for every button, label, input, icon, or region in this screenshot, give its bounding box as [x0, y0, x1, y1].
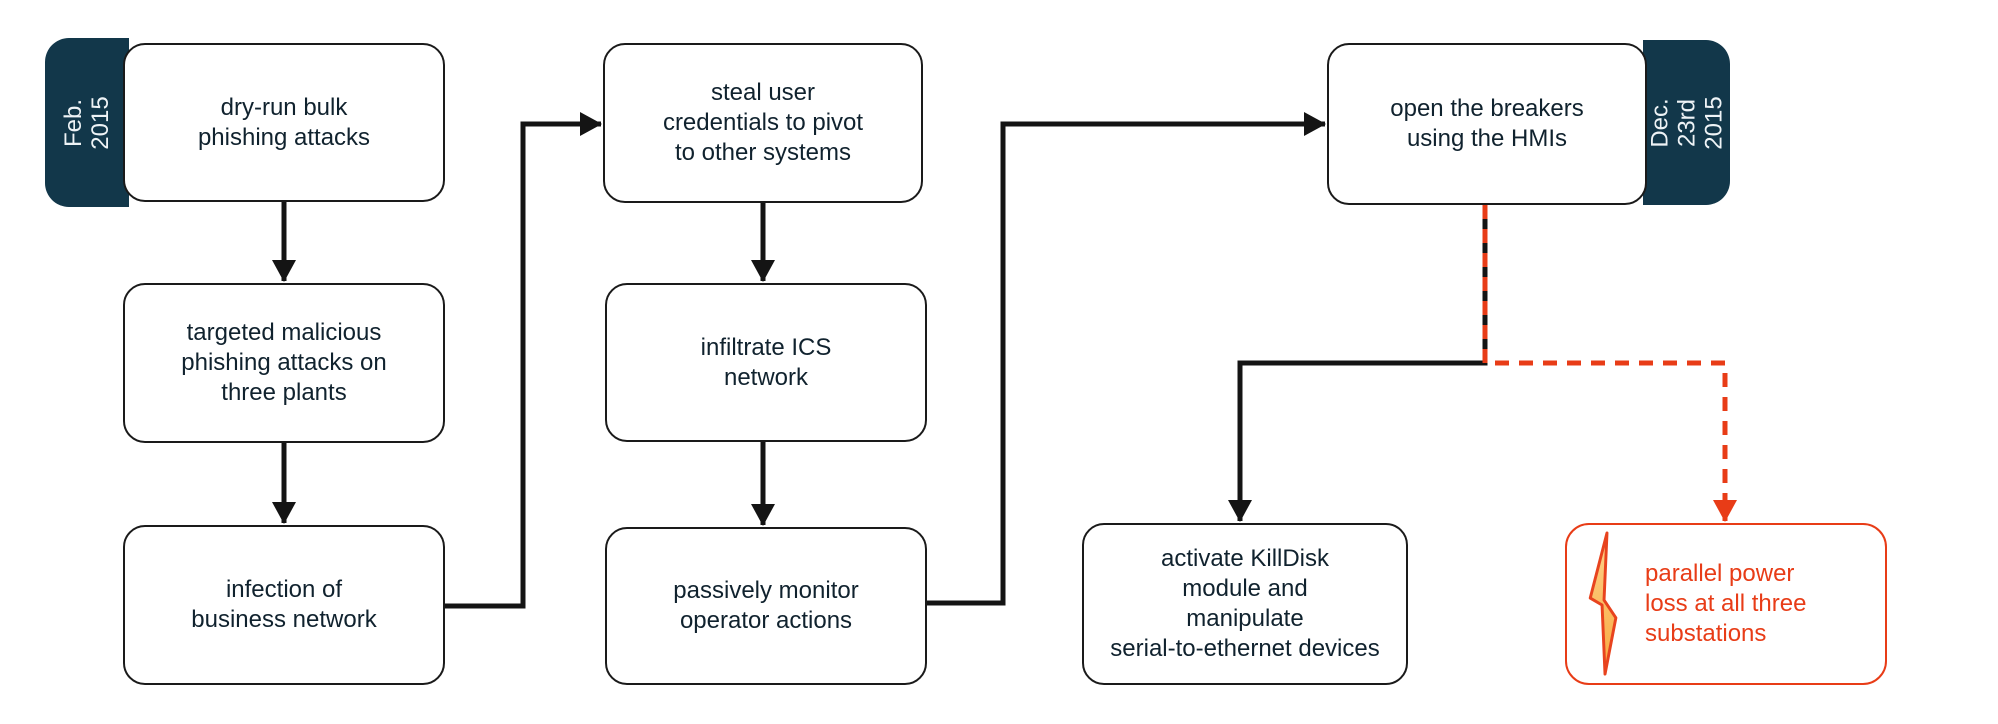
- arrow-breakers-to-killdisk: [1228, 205, 1488, 522]
- node-label: infiltrate ICS network: [700, 333, 832, 391]
- date-tab-dec-23rd-2015: Dec. 23rd 2015: [1643, 40, 1730, 205]
- date-tab-label: Dec. 23rd 2015: [1646, 95, 1727, 150]
- node-open-breakers-hmis: open the breakers using the HMIs: [1327, 43, 1647, 205]
- node-label: steal user credentials to pivot to other…: [662, 79, 864, 166]
- node-infection-business-network: infection of business network: [123, 525, 445, 685]
- node-infiltrate-ics-network: infiltrate ICS network: [605, 283, 927, 442]
- node-parallel-power-loss: parallel power loss at all three substat…: [1565, 523, 1887, 685]
- node-label: infection of business network: [191, 576, 377, 633]
- arrow-breakers-to-powerloss-dashed: [1482, 205, 1737, 522]
- node-label: targeted malicious phishing attacks on t…: [181, 319, 387, 406]
- node-label: passively monitor operator actions: [673, 577, 859, 634]
- node-label: dry-run bulk phishing attacks: [197, 93, 371, 151]
- node-targeted-phishing: targeted malicious phishing attacks on t…: [123, 283, 445, 443]
- node-steal-credentials: steal user credentials to pivot to other…: [603, 43, 923, 203]
- node-dry-run-bulk-phishing: dry-run bulk phishing attacks: [123, 43, 445, 202]
- node-label: open the breakers using the HMIs: [1390, 95, 1584, 152]
- date-tab-feb-2015: Feb. 2015: [45, 38, 129, 207]
- lightning-bolt-icon: [1588, 531, 1618, 676]
- node-label: activate KillDisk module and manipulate …: [1110, 545, 1380, 662]
- node-label: parallel power loss at all three substat…: [1645, 560, 1807, 647]
- arrow-infection-to-steal: [445, 112, 602, 609]
- date-tab-label: Feb. 2015: [60, 95, 114, 150]
- node-passively-monitor: passively monitor operator actions: [605, 527, 927, 685]
- node-activate-killdisk: activate KillDisk module and manipulate …: [1082, 523, 1408, 685]
- power-loss-content: parallel power loss at all three substat…: [1567, 530, 1806, 678]
